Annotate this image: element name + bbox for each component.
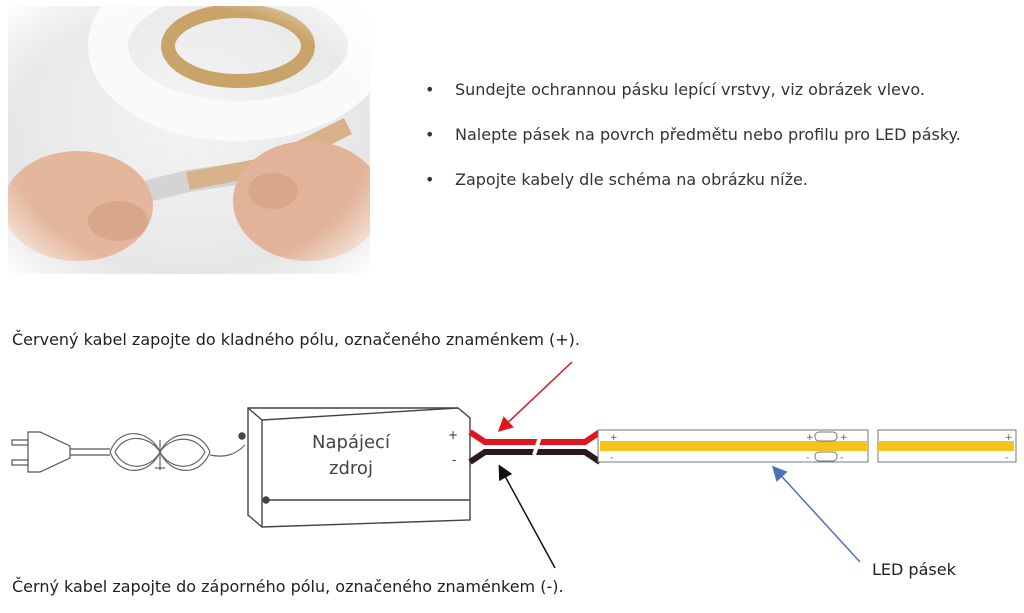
led-strip-light [878,441,1014,451]
svg-text:+: + [806,433,814,443]
red-cable [468,429,602,445]
psu-minus-label: - [452,453,456,467]
led-strip-label: LED pásek [872,560,956,579]
svg-text:-: - [610,453,613,463]
photo-peeling-tape [8,6,370,274]
psu-plus-label: + [448,428,458,442]
svg-text:-: - [840,453,843,463]
coiled-cable [109,433,246,471]
psu-label-line: zdroj [329,458,373,479]
black-cable-caption: Černý kabel zapojte do záporného pólu, o… [12,577,564,596]
instruction-list: Sundejte ochrannou pásku lepící vrstvy, … [425,78,965,213]
power-supply-label: Napájecí zdroj [296,430,406,482]
instruction-item: Sundejte ochrannou pásku lepící vrstvy, … [425,78,965,101]
red-arrow [497,361,573,433]
svg-text:+: + [1005,433,1013,443]
svg-text:+: + [840,433,848,443]
instruction-item: Zapojte kabely dle schéma na obrázku níž… [425,168,965,191]
instruction-item: Nalepte pásek na povrch předmětu nebo pr… [425,123,965,146]
svg-text:-: - [806,453,809,463]
plug-icon [11,431,110,473]
black-arrow [498,464,556,569]
red-cable-caption: Červený kabel zapojte do kladného pólu, … [12,330,580,349]
led-arrow [771,465,861,563]
led-strip-light [600,441,868,451]
photo-illustration [8,6,370,261]
power-supply-box [238,407,471,528]
svg-text:-: - [1005,453,1008,463]
svg-text:+: + [610,433,618,443]
psu-label-line: Napájecí [312,432,390,453]
